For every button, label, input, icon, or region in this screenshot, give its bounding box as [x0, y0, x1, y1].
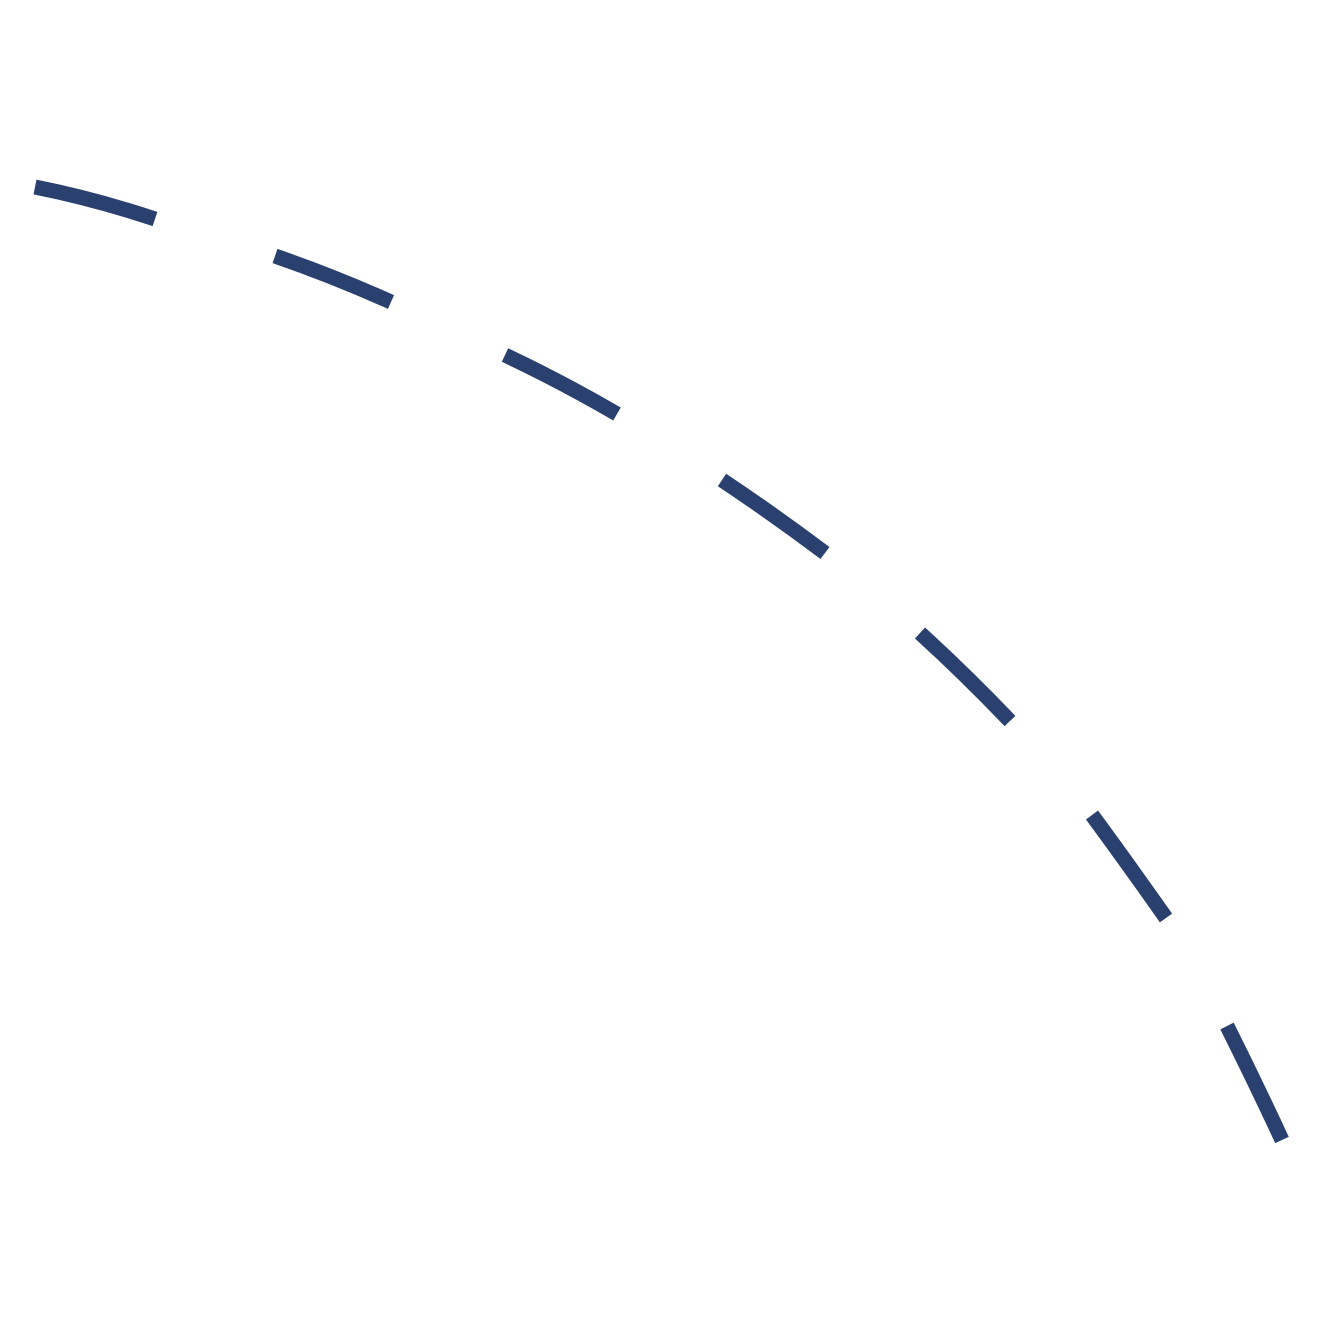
- arc-dash-3: [501, 348, 621, 421]
- arc-dash-6: [1085, 810, 1173, 923]
- arc-dash-5: [914, 627, 1016, 727]
- dashed-arc: [33, 179, 1289, 1144]
- arc-dash-4: [717, 473, 830, 560]
- arc-dash-1: [33, 179, 158, 227]
- arc-dash-7: [1220, 1022, 1289, 1144]
- arc-dash-2: [272, 248, 395, 309]
